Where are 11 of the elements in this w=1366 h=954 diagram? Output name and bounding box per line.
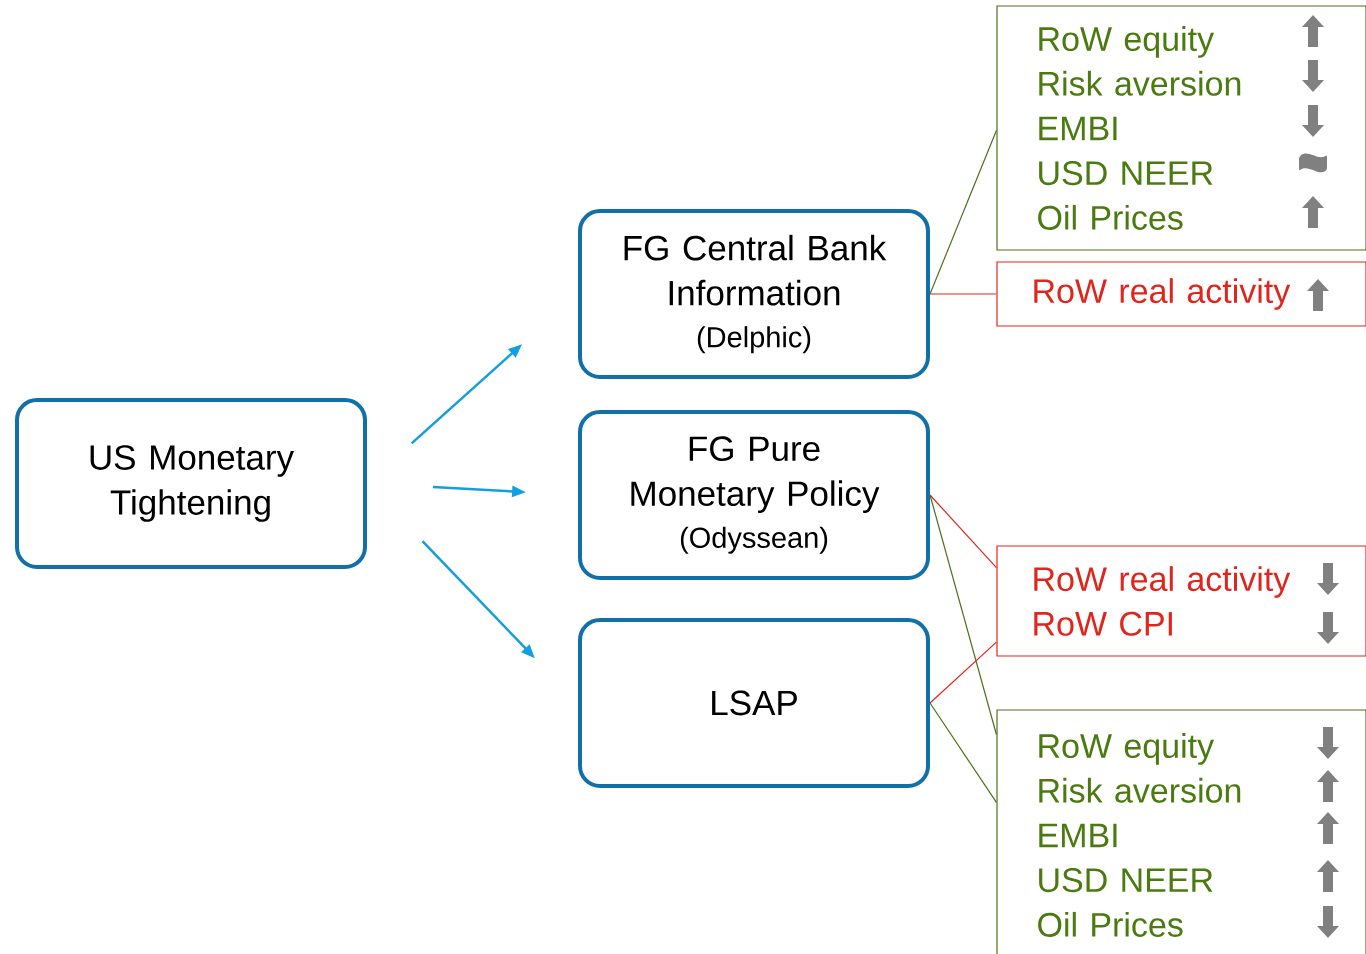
result-box: RoW real activity [996, 261, 1366, 327]
connector-line [929, 494, 997, 569]
process-box: FG Central Bank Information (Delphic) [578, 209, 930, 379]
process-box: FG Pure Monetary Policy (Odyssean) [578, 410, 930, 580]
process-box: LSAP [578, 618, 930, 788]
connector-line [929, 129, 997, 295]
connector-line [929, 293, 997, 295]
connector-line [929, 494, 997, 736]
connector-line [929, 702, 997, 803]
connector-line [929, 641, 997, 704]
process-box: US Monetary Tightening [15, 398, 367, 569]
